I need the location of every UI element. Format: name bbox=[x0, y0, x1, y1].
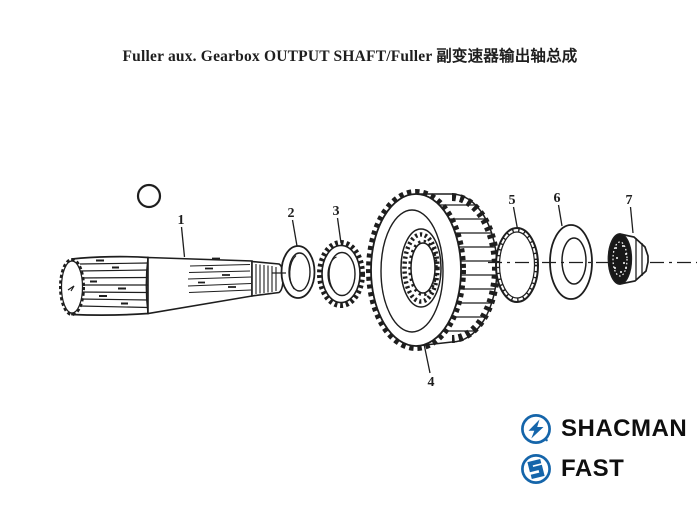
lock-nut-facet-lines bbox=[635, 238, 643, 280]
part-label-4: 4 bbox=[428, 375, 435, 390]
lock-nut-face bbox=[607, 233, 633, 285]
splined-ring-bevel bbox=[327, 256, 337, 292]
leader-line-7 bbox=[629, 206, 634, 234]
shaft-spline-lines bbox=[77, 262, 149, 309]
brand-fast: FAST bbox=[519, 452, 624, 486]
snap-ring-inner bbox=[498, 231, 536, 299]
gear-rim-ring bbox=[380, 209, 444, 333]
fast-logo-icon bbox=[521, 454, 551, 484]
leader-line-4 bbox=[423, 343, 431, 374]
shacman-logo-icon bbox=[521, 414, 551, 444]
part-label-6: 6 bbox=[554, 191, 561, 206]
brand-shacman: SHACMAN bbox=[519, 412, 687, 446]
part-label-7: 7 bbox=[626, 193, 633, 208]
leader-line-2 bbox=[291, 219, 298, 247]
shaft-mid-spline-ticks bbox=[198, 257, 236, 288]
gear bbox=[366, 189, 500, 351]
leader-line-3 bbox=[336, 217, 342, 244]
snap-ring bbox=[495, 227, 539, 303]
shaft-spline-ticks bbox=[90, 259, 128, 305]
leader-line-1 bbox=[180, 226, 186, 258]
gear-bore-scallop bbox=[408, 239, 438, 297]
output-shaft bbox=[59, 255, 284, 317]
leader-line-5 bbox=[512, 206, 519, 230]
snap-ring-hatch bbox=[495, 228, 539, 302]
shaft-mid-spline-lines bbox=[187, 263, 252, 294]
spacer-ring bbox=[280, 245, 316, 299]
o-ring bbox=[136, 183, 162, 209]
washer-inner bbox=[561, 237, 587, 285]
brand-shacman-label: SHACMAN bbox=[561, 415, 688, 442]
lock-nut bbox=[607, 233, 649, 285]
gear-bore bbox=[410, 242, 436, 294]
splined-ring-inner bbox=[328, 251, 356, 297]
brand-fast-label: FAST bbox=[561, 455, 625, 482]
part-label-5: 5 bbox=[509, 193, 516, 208]
page-title: Fuller aux. Gearbox OUTPUT SHAFT/Fuller … bbox=[122, 48, 578, 65]
shaft-thread-lines bbox=[255, 264, 277, 294]
gear-side-teeth-lines bbox=[439, 204, 497, 332]
spacer-ring-inner bbox=[288, 252, 311, 292]
leader-line-6 bbox=[557, 204, 563, 227]
part-label-1: 1 bbox=[178, 213, 185, 228]
spacer-ring-bevel bbox=[289, 255, 297, 290]
lock-nut-knurl-ring bbox=[612, 241, 628, 277]
shaft-end-mark bbox=[67, 285, 75, 292]
leader-lines bbox=[180, 204, 634, 374]
lock-nut-knurl-dots bbox=[614, 245, 627, 273]
shaft-end-face-teeth bbox=[59, 258, 85, 316]
splined-ring bbox=[317, 240, 365, 308]
part-label-3: 3 bbox=[333, 204, 340, 219]
part-label-2: 2 bbox=[288, 206, 295, 221]
